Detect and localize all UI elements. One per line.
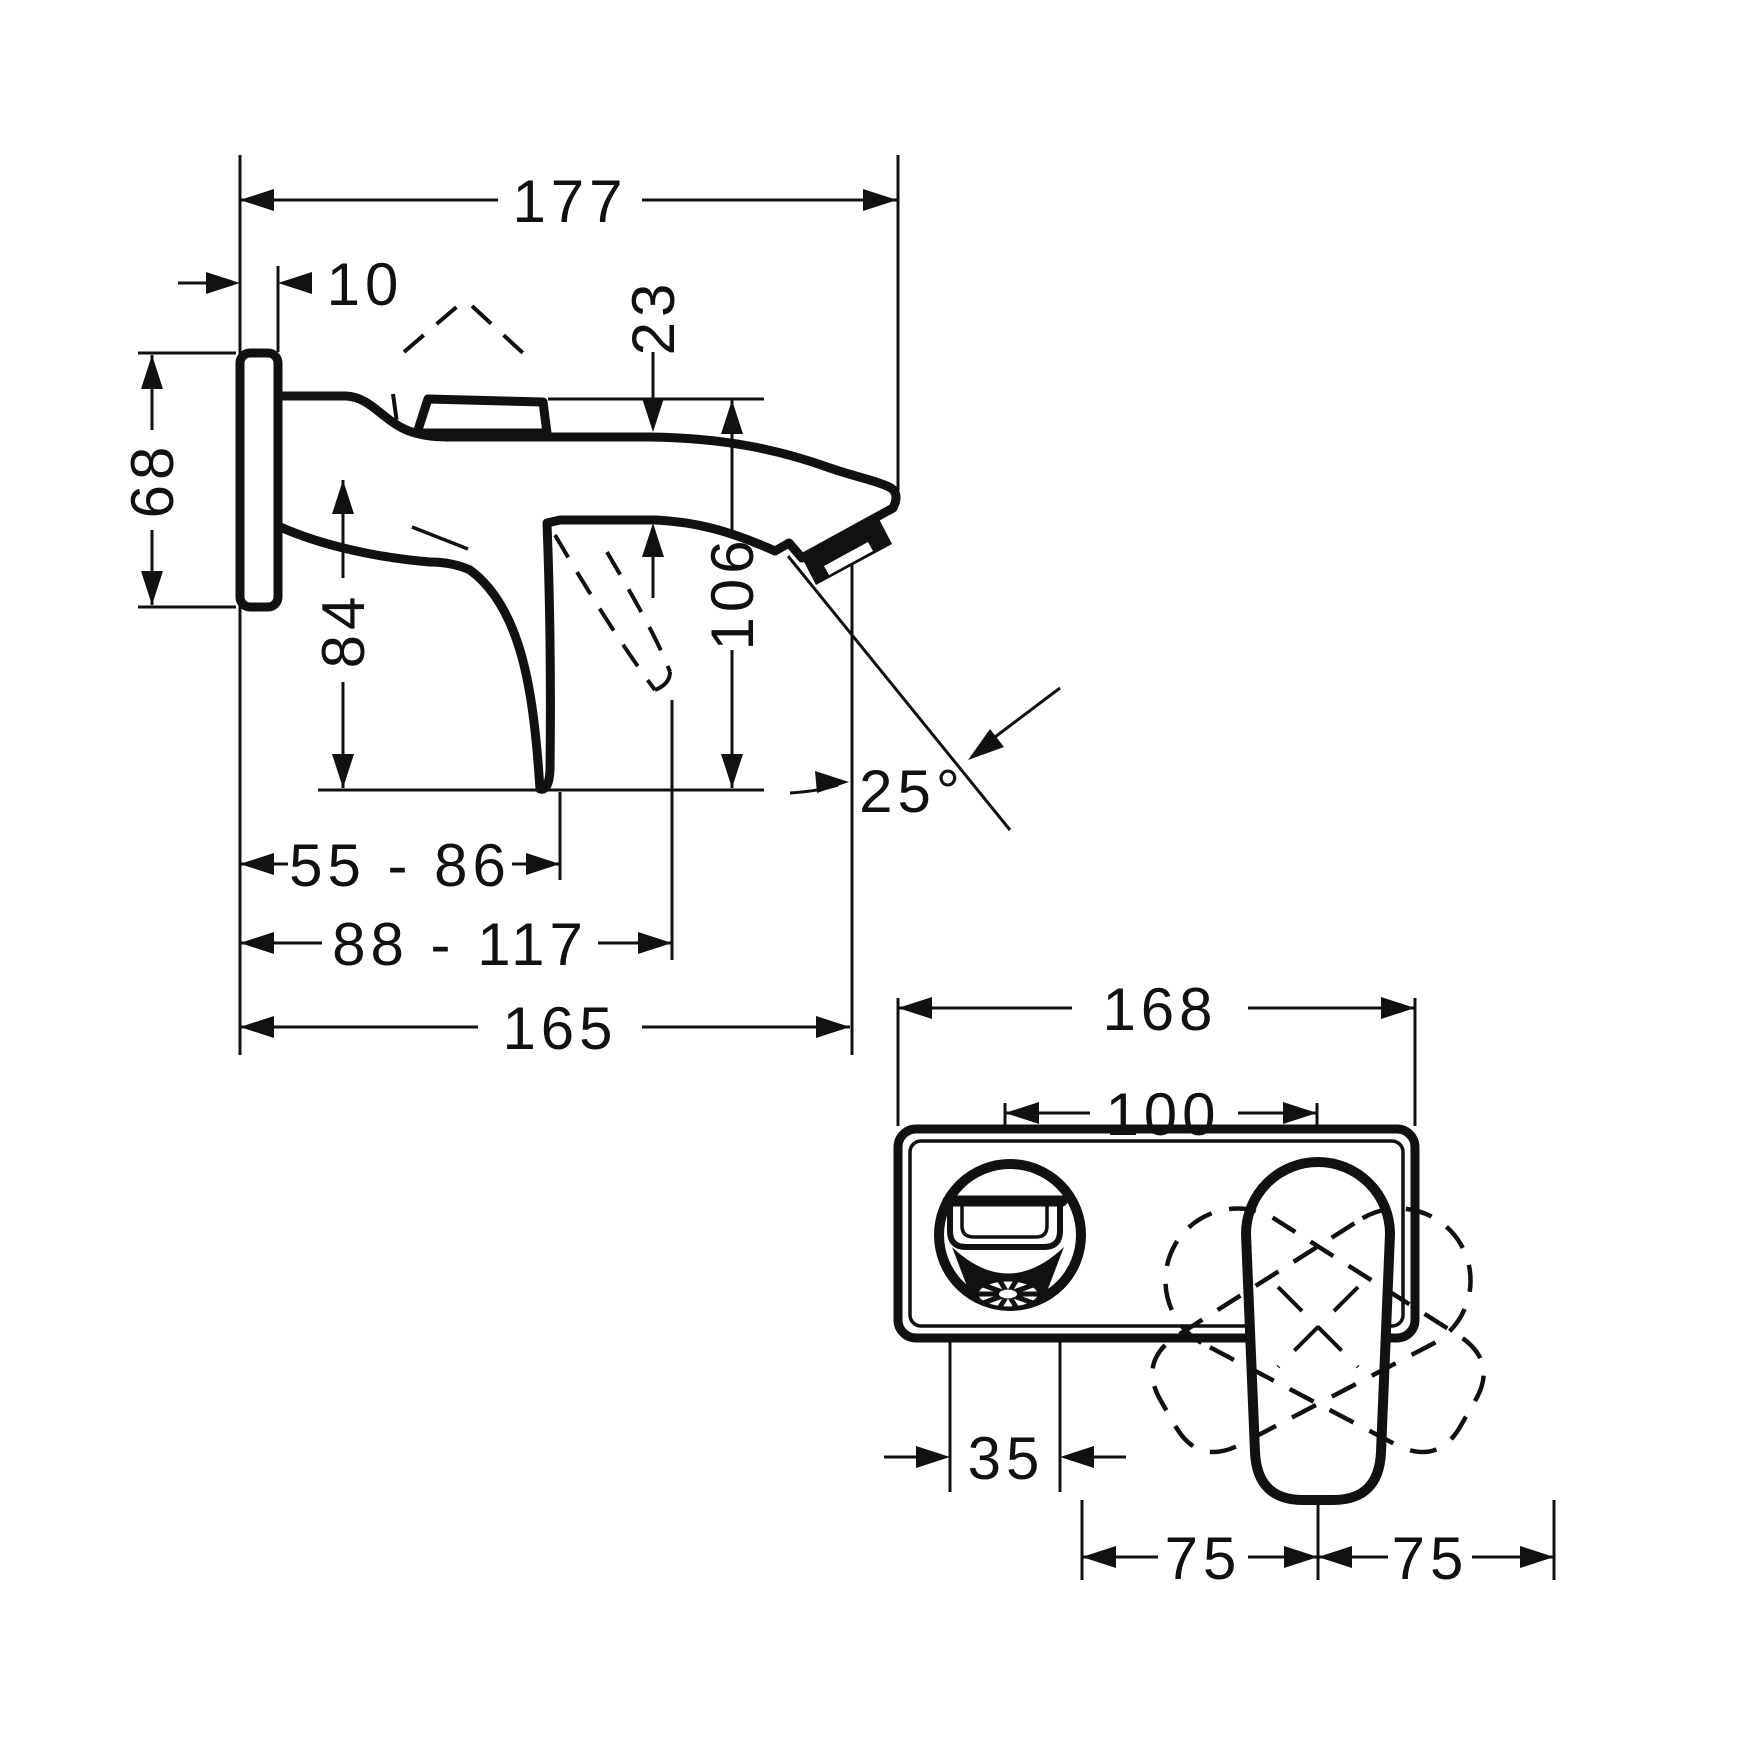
aerator-slot-side [824, 542, 873, 575]
aerator-side [802, 517, 892, 585]
dim-overall-depth: 177 [240, 168, 897, 235]
handle-swing-dashed [553, 533, 672, 692]
lever-open-hint [411, 525, 469, 551]
dim-label-177: 177 [512, 168, 627, 235]
dim-centres: 100 [1005, 1081, 1317, 1148]
dim-label-106: 106 [699, 535, 766, 650]
pivot-cross [1276, 1285, 1360, 1369]
wall-plate-side [235, 348, 283, 612]
dim-label-88-117: 88 - 117 [332, 911, 588, 978]
dim-overall-reach: 165 [240, 995, 850, 1062]
spout-outlet-front [934, 1159, 1086, 1311]
spout-and-handle-outline [273, 391, 901, 794]
handle-swing-dashed-right [1163, 1206, 1486, 1455]
dim-outlet-width: 35 [884, 1425, 1126, 1492]
dim-outlet-drop: 106 [699, 400, 766, 788]
dim-label-75-right: 75 [1392, 1525, 1469, 1592]
dim-spout-height: 23 [620, 279, 687, 598]
dim-label-100: 100 [1105, 1081, 1220, 1148]
dim-label-10: 10 [327, 251, 404, 318]
handle-solid [1241, 1157, 1395, 1505]
dim-label-84: 84 [310, 592, 377, 669]
dim-label-68: 68 [119, 442, 186, 519]
handle-front [1150, 1157, 1486, 1505]
dim-label-75-left: 75 [1165, 1525, 1242, 1592]
dim-outlet-offset-range: 55 - 86 [240, 832, 560, 899]
dim-label-55-86: 55 - 86 [289, 832, 511, 899]
side-view: 177 10 68 23 [119, 155, 1061, 1062]
front-view: 168 100 35 75 75 [884, 976, 1556, 1592]
faucet-side-profile [235, 302, 901, 794]
dim-label-25deg: 25° [859, 758, 965, 825]
lever-open-dashed [391, 302, 526, 431]
lever-closed-side [412, 394, 552, 438]
dim-label-23: 23 [620, 279, 687, 356]
aerator-starburst [975, 1278, 1041, 1310]
dim-plate-width: 168 [898, 976, 1415, 1043]
dim-plate-thickness: 10 [178, 251, 404, 318]
handle-swing-dashed-left [1150, 1206, 1473, 1455]
dim-plate-height: 68 [119, 355, 186, 605]
dim-label-35: 35 [968, 1425, 1045, 1492]
dim-label-165: 165 [502, 995, 617, 1062]
dim-spout-angle: 25° [786, 555, 1061, 831]
dim-lever-drop: 84 [310, 480, 377, 788]
dim-label-168: 168 [1102, 976, 1217, 1043]
dim-lever-reach-range: 88 - 117 [240, 911, 672, 978]
dim-handle-swing: 75 75 [1082, 1525, 1554, 1592]
